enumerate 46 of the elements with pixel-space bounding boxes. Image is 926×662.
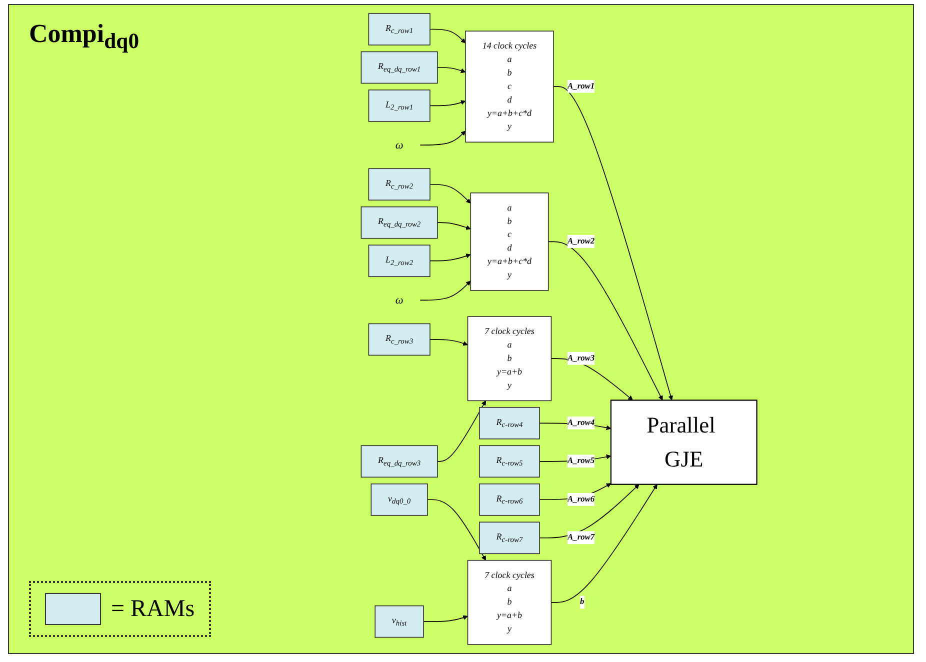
ram-box: R$_{c_row2}$ xyxy=(368,168,430,201)
adder-block: 14 clock cycles a b c d y=a+b+c*d y xyxy=(465,30,554,143)
diagram-title: Compi$_{dq0}$ xyxy=(29,19,140,54)
arrow xyxy=(553,86,673,400)
arrow xyxy=(430,184,471,204)
arrow xyxy=(423,615,468,622)
edge-label: A_row1 xyxy=(568,80,595,92)
processor-box: Parallel GJE xyxy=(610,400,758,485)
omega-symbol: ω xyxy=(395,294,404,306)
ram-box: R$_{c_row1}$ xyxy=(368,13,430,46)
arrow xyxy=(548,241,663,400)
arrow xyxy=(430,28,466,44)
arrow xyxy=(437,222,471,230)
ram-box: R$_{eq_dq_row2}$ xyxy=(360,206,438,239)
legend-text: = RAMs xyxy=(111,596,195,622)
arrow xyxy=(430,339,468,346)
arrow xyxy=(420,280,471,301)
adder-block: a b c d y=a+b+c*d y xyxy=(470,192,549,291)
ram-box: v$_{hist}$ xyxy=(374,605,424,638)
edge-label: A_row5 xyxy=(568,454,595,468)
ram-box: R$_{c-row5}$ xyxy=(479,445,540,478)
arrow xyxy=(430,254,471,262)
omega-symbol: ω xyxy=(395,138,404,152)
edge-label: A_row4 xyxy=(568,416,595,430)
edge-label: b xyxy=(580,596,584,608)
arrow xyxy=(550,484,658,603)
ram-box: R$_{eq_dq_row1}$ xyxy=(360,51,438,84)
arrow xyxy=(430,100,466,106)
edge-label: A_row6 xyxy=(568,492,595,506)
ram-box: R$_{eq_dq_row3}$ xyxy=(360,445,438,478)
ram-box: R$_{c-row6}$ xyxy=(479,483,540,516)
arrow xyxy=(539,484,640,538)
edge-label: A_row3 xyxy=(568,352,595,364)
arrow xyxy=(420,130,466,146)
ram-box: v$_{dq0_0}$ xyxy=(370,483,428,516)
ram-box: R$_{c_row3}$ xyxy=(368,323,430,356)
adder-block: 7 clock cycles a b y=a+b y xyxy=(467,560,552,645)
arrow xyxy=(437,400,486,462)
ram-box: R$_{c-row4}$ xyxy=(479,406,540,440)
ram-box: L$_{2_row1}$ xyxy=(368,90,430,122)
adder-block: 7 clock cycles a b y=a+b y xyxy=(467,316,552,402)
arrow xyxy=(437,67,466,74)
ram-box: R$_{c-row7}$ xyxy=(479,522,540,554)
ram-box: L$_{2_row2}$ xyxy=(368,244,430,278)
edge-label: A_row2 xyxy=(568,235,595,248)
arrow xyxy=(427,499,486,561)
